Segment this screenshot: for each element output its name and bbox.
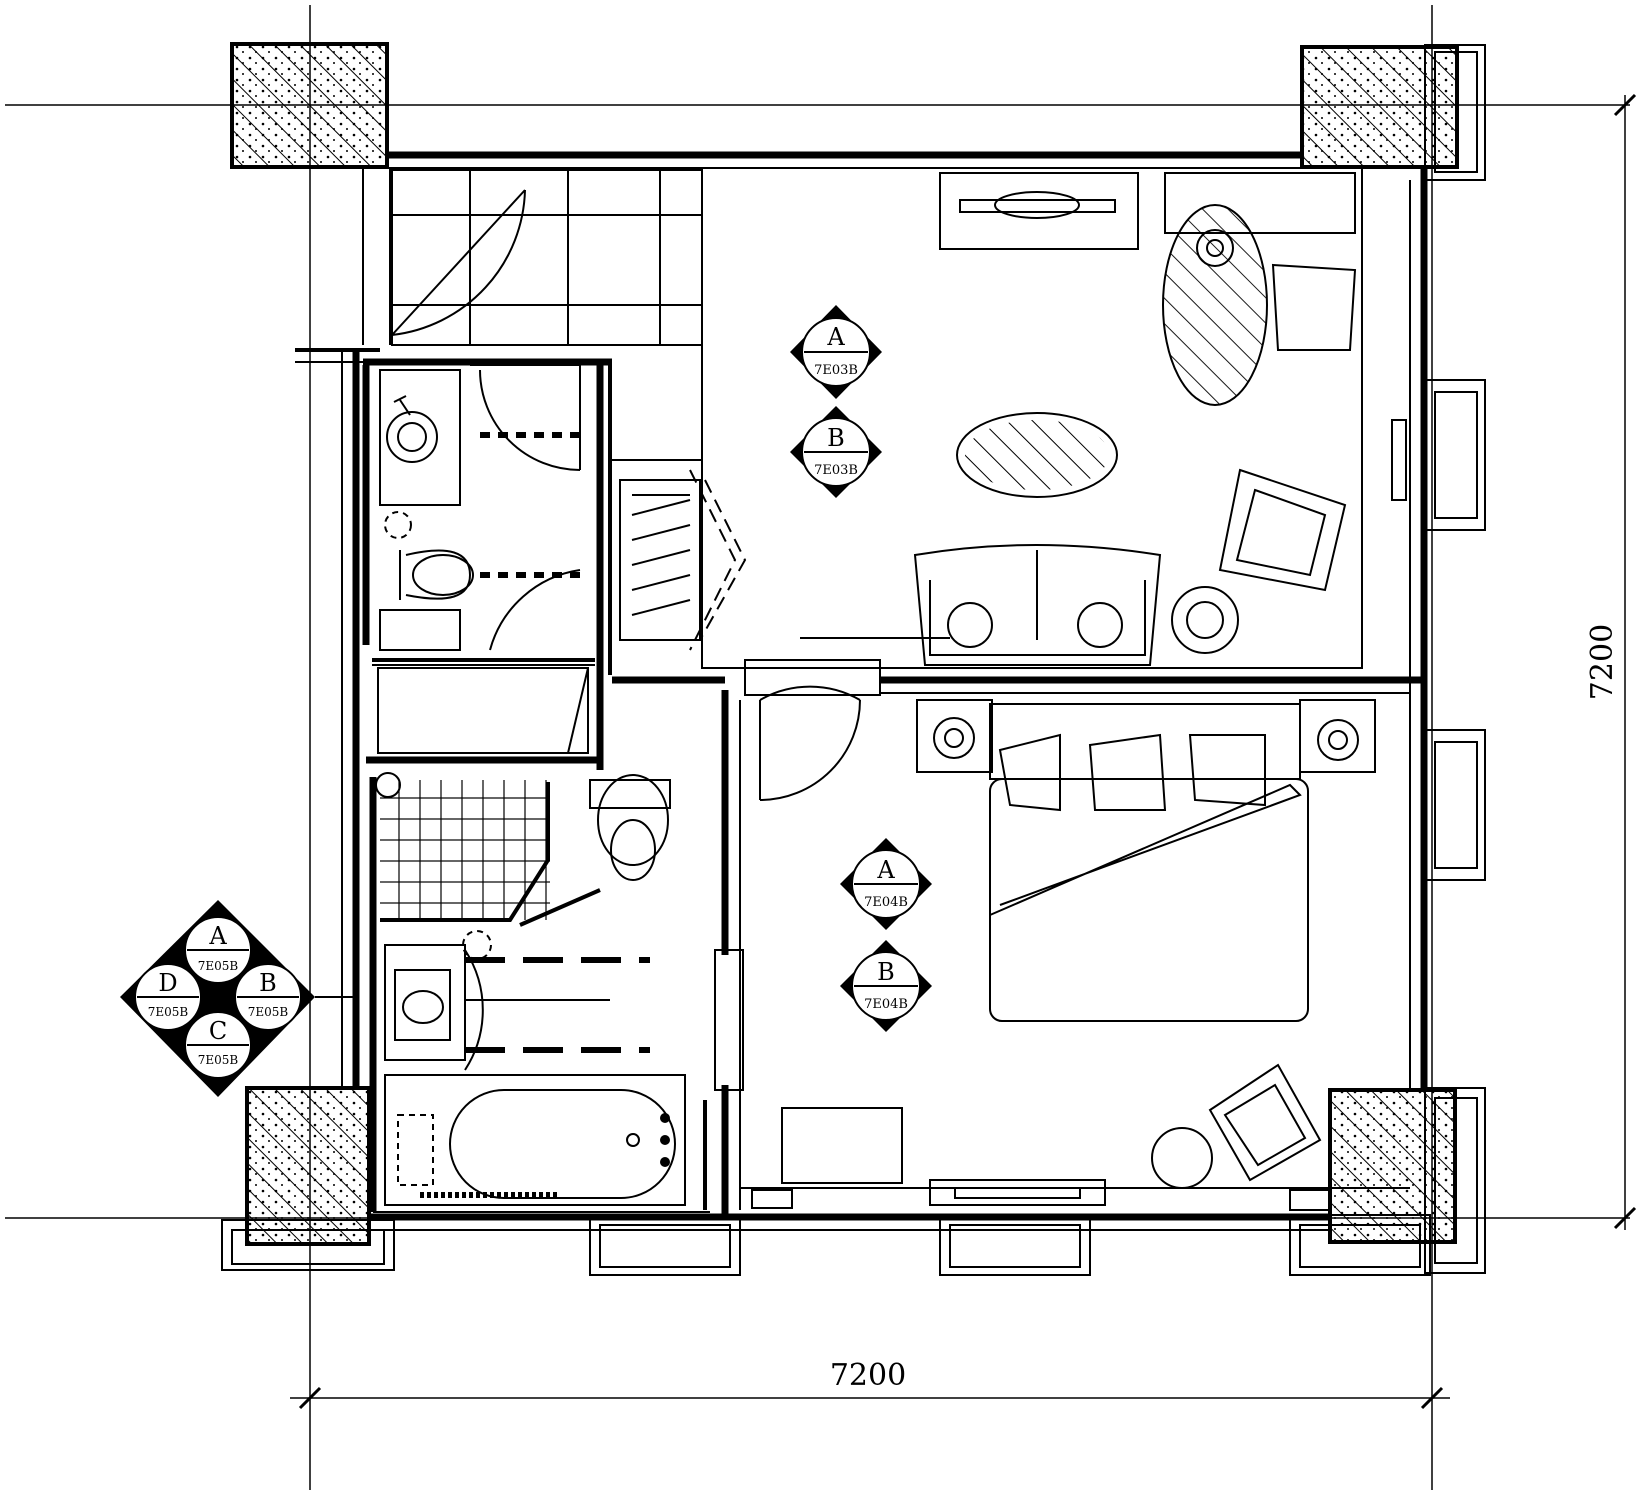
marker-2-letter: B xyxy=(827,424,845,452)
living-room xyxy=(701,167,1363,669)
section-marker-1: A 7E03B xyxy=(790,305,882,399)
upper-wc xyxy=(377,364,589,754)
interior-walls xyxy=(362,358,1424,1215)
width-dimension: 7200 xyxy=(830,1358,906,1393)
quad-a-letter: A xyxy=(208,922,227,950)
marker-1-letter: A xyxy=(826,323,845,351)
marker-4-code: 7E04B xyxy=(864,997,908,1012)
marker-3-letter: A xyxy=(876,856,895,884)
dimension-vertical: 7200 xyxy=(1585,93,1637,1230)
height-dimension: 7200 xyxy=(1585,624,1620,700)
quad-d-letter: D xyxy=(158,969,177,997)
quad-a-code: 7E05B xyxy=(198,959,239,973)
marker-4-letter: B xyxy=(877,958,895,986)
quad-c-code: 7E05B xyxy=(198,1053,239,1067)
section-marker-3: A 7E04B xyxy=(840,838,932,930)
quad-c-letter: C xyxy=(209,1017,227,1045)
marker-1-code: 7E03B xyxy=(814,363,858,378)
elevation-marker-quad: A 7E05B B 7E05B C 7E05B D 7E05B xyxy=(120,900,356,1097)
closet xyxy=(391,169,703,660)
bathroom xyxy=(375,772,686,1206)
quad-b-letter: B xyxy=(259,969,277,997)
quad-b-code: 7E05B xyxy=(248,1005,289,1019)
column-bottom-left xyxy=(245,1086,371,1246)
quad-d-code: 7E05B xyxy=(148,1005,189,1019)
wardrobe xyxy=(619,469,747,651)
bedroom xyxy=(740,685,1410,1211)
section-marker-4: B 7E04B xyxy=(840,940,932,1032)
marker-2-code: 7E03B xyxy=(814,463,858,478)
column-top-right xyxy=(1300,45,1459,169)
marker-3-code: 7E04B xyxy=(864,895,908,910)
columns xyxy=(230,42,1459,1246)
column-bottom-right xyxy=(1328,1088,1457,1244)
section-marker-2: B 7E03B xyxy=(790,406,882,498)
column-top-left xyxy=(230,42,389,169)
dimension-horizontal: 7200 xyxy=(290,1358,1450,1410)
